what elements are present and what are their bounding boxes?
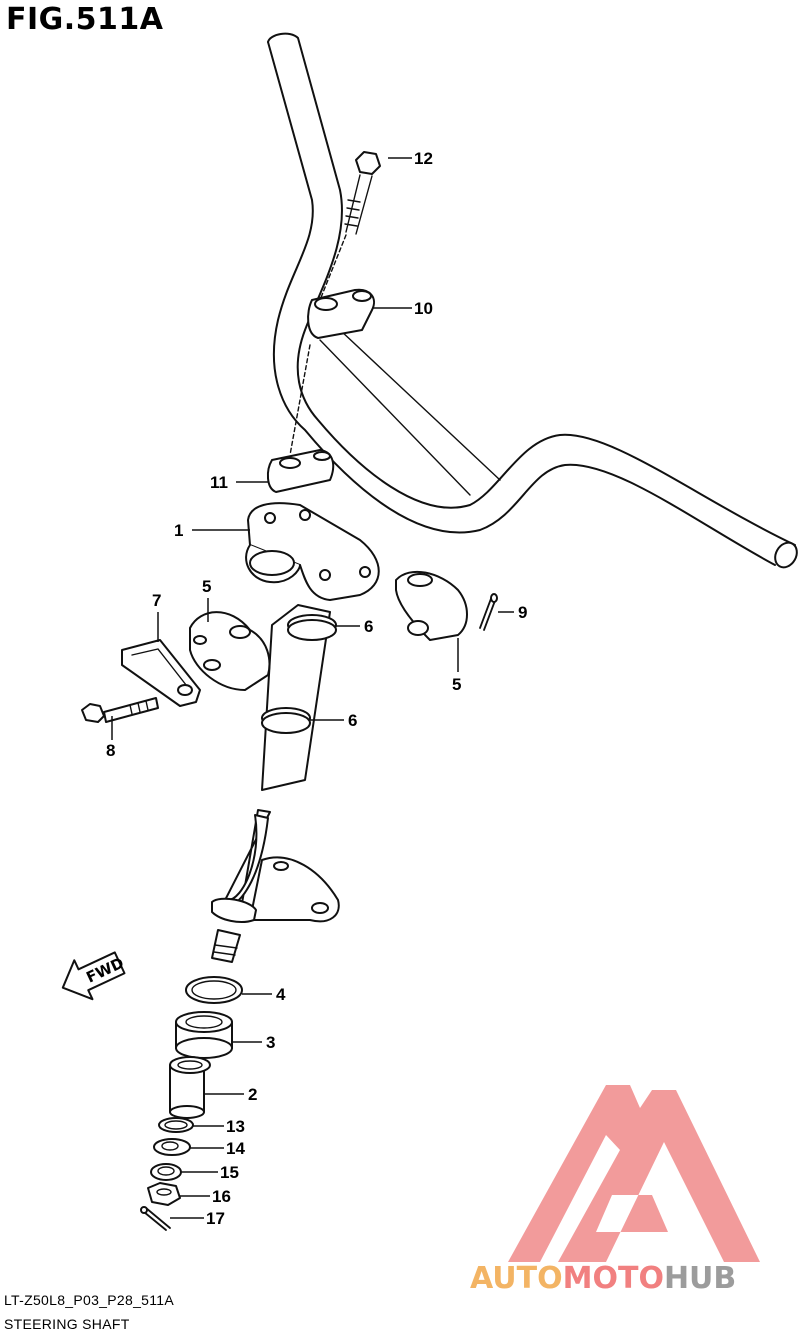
callout-13: 13 [226,1117,245,1136]
callout-6a: 6 [364,617,373,636]
callout-14: 14 [226,1139,245,1158]
cotter-pin-17 [140,1206,171,1231]
figure-code: LT-Z50L8_P03_P28_511A [4,1292,175,1308]
figure-title: FIG.511A [6,2,164,37]
nut-16 [147,1182,181,1206]
callout-15: 15 [220,1163,239,1182]
callout-5b: 5 [452,675,461,694]
callout-4: 4 [276,985,286,1004]
callout-6b: 6 [348,711,357,730]
bolt-8 [81,697,159,723]
washer-15 [150,1163,182,1181]
callout-9: 9 [518,603,527,622]
steering-shaft-1 [211,502,380,963]
leader-lines [111,157,514,1219]
washer-13 [158,1117,194,1133]
figure-name: STEERING SHAFT [4,1316,130,1332]
callout-8: 8 [106,741,115,760]
callout-7: 7 [152,591,161,610]
callout-11: 11 [210,473,228,492]
callout-2: 2 [248,1085,257,1104]
watermark-moto: MOTO [563,1261,664,1296]
svg-text:AUTOMOTOHUB: AUTOMOTOHUB [470,1261,736,1296]
callout-1: 1 [174,521,183,540]
callout-17: 17 [206,1209,225,1228]
watermark-hub: HUB [664,1261,736,1296]
callout-labels: 12 10 11 1 5 7 6 6 8 9 5 4 3 2 13 14 15 … [106,149,527,1228]
washer-14 [153,1138,191,1156]
callout-10: 10 [414,299,433,318]
bolt-12 [319,151,381,301]
clamp-5a [189,611,271,691]
holder-lower-11 [266,344,335,493]
clamp-5b [395,570,468,641]
watermark-logo: AUTOMOTOHUB [470,1085,760,1296]
holder-upper-10 [307,288,375,339]
circlip-4 [185,976,243,1004]
watermark-auto: AUTO [470,1261,563,1296]
fwd-arrow: FWD [61,951,127,1001]
handlebar [267,32,798,569]
collar-2 [169,1056,211,1119]
callout-5a: 5 [202,577,211,596]
cotter-pin-9 [479,593,498,631]
callout-3: 3 [266,1033,275,1052]
bushing-6a [287,614,337,641]
watermark-triangle [508,1085,760,1262]
callout-16: 16 [212,1187,231,1206]
bushing-6b [261,707,311,734]
callout-12: 12 [414,149,433,168]
bearing-3 [175,1011,233,1059]
lock-plate-7 [121,639,201,707]
